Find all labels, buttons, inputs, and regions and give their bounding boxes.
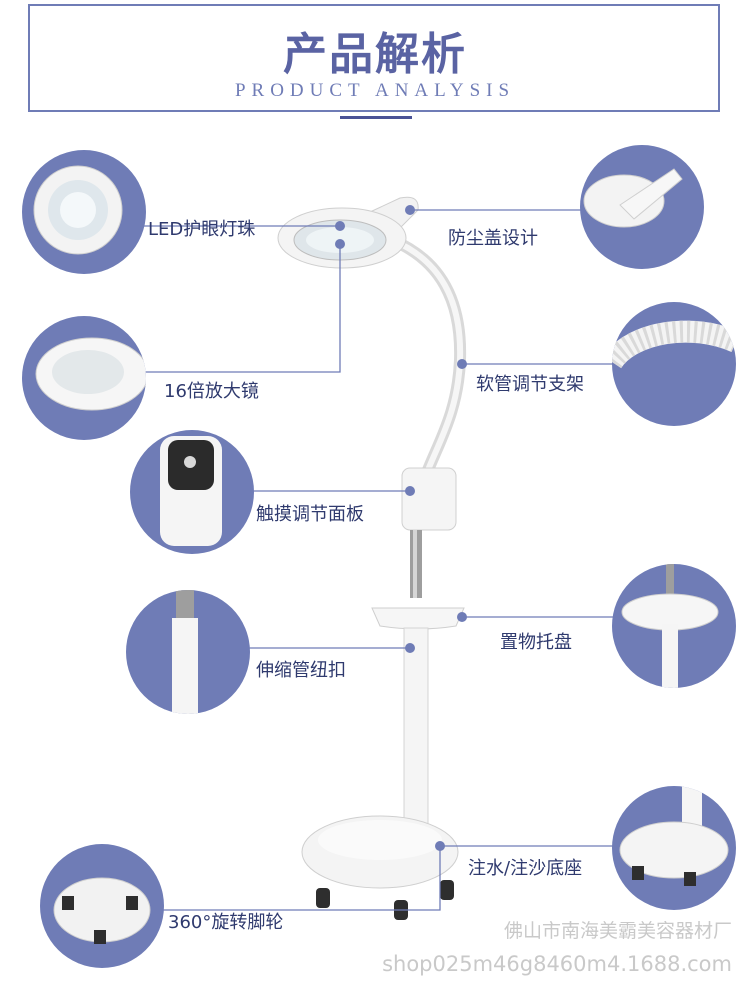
label-wheels: 360°旋转脚轮	[168, 912, 284, 933]
detail-telescopic-circle	[126, 590, 250, 714]
detail-magnifier-circle	[22, 316, 146, 440]
label-tray: 置物托盘	[500, 632, 572, 653]
detail-base-circle	[612, 786, 736, 910]
label-led: LED护眼灯珠	[148, 219, 256, 240]
detail-led-circle	[22, 150, 146, 274]
touch-panel-icon	[160, 436, 222, 546]
hose-icon	[612, 320, 736, 369]
label-hose: 软管调节支架	[476, 374, 584, 395]
detail-touch-panel-circle	[130, 430, 254, 554]
watermark-shop: shop025m46g8460m4.1688.com	[382, 952, 732, 976]
detail-wheels-circle	[40, 844, 164, 968]
base-icon	[619, 786, 729, 886]
gooseneck-hose	[386, 234, 467, 476]
control-box	[401, 467, 457, 531]
label-magnifier: 16倍放大镜	[164, 381, 259, 402]
page-title: 产品解析	[283, 29, 467, 80]
detail-dust-cover-circle	[580, 145, 704, 269]
detail-tray-circle	[612, 564, 736, 688]
tray-icon	[621, 564, 719, 688]
page-subtitle: PRODUCT ANALYSIS	[234, 80, 516, 101]
label-touch-panel: 触摸调节面板	[256, 504, 364, 525]
wheel-icon	[53, 877, 151, 944]
tray	[371, 607, 465, 630]
label-telescopic: 伸缩管纽扣	[256, 660, 346, 681]
magnifier-lens-icon	[35, 337, 146, 411]
lamp-head	[277, 196, 419, 269]
detail-hose-circle	[612, 302, 736, 426]
led-ring-icon	[33, 165, 123, 255]
header-frame	[28, 4, 720, 112]
telescopic-tube-icon	[172, 590, 198, 714]
watermark-company: 佛山市南海美霸美容器材厂	[503, 920, 732, 942]
white-pole	[403, 627, 429, 825]
dust-cover-icon	[583, 168, 683, 228]
title-divider	[340, 116, 412, 119]
label-dust-cover: 防尘盖设计	[448, 228, 538, 249]
label-base: 注水/注沙底座	[468, 858, 583, 879]
